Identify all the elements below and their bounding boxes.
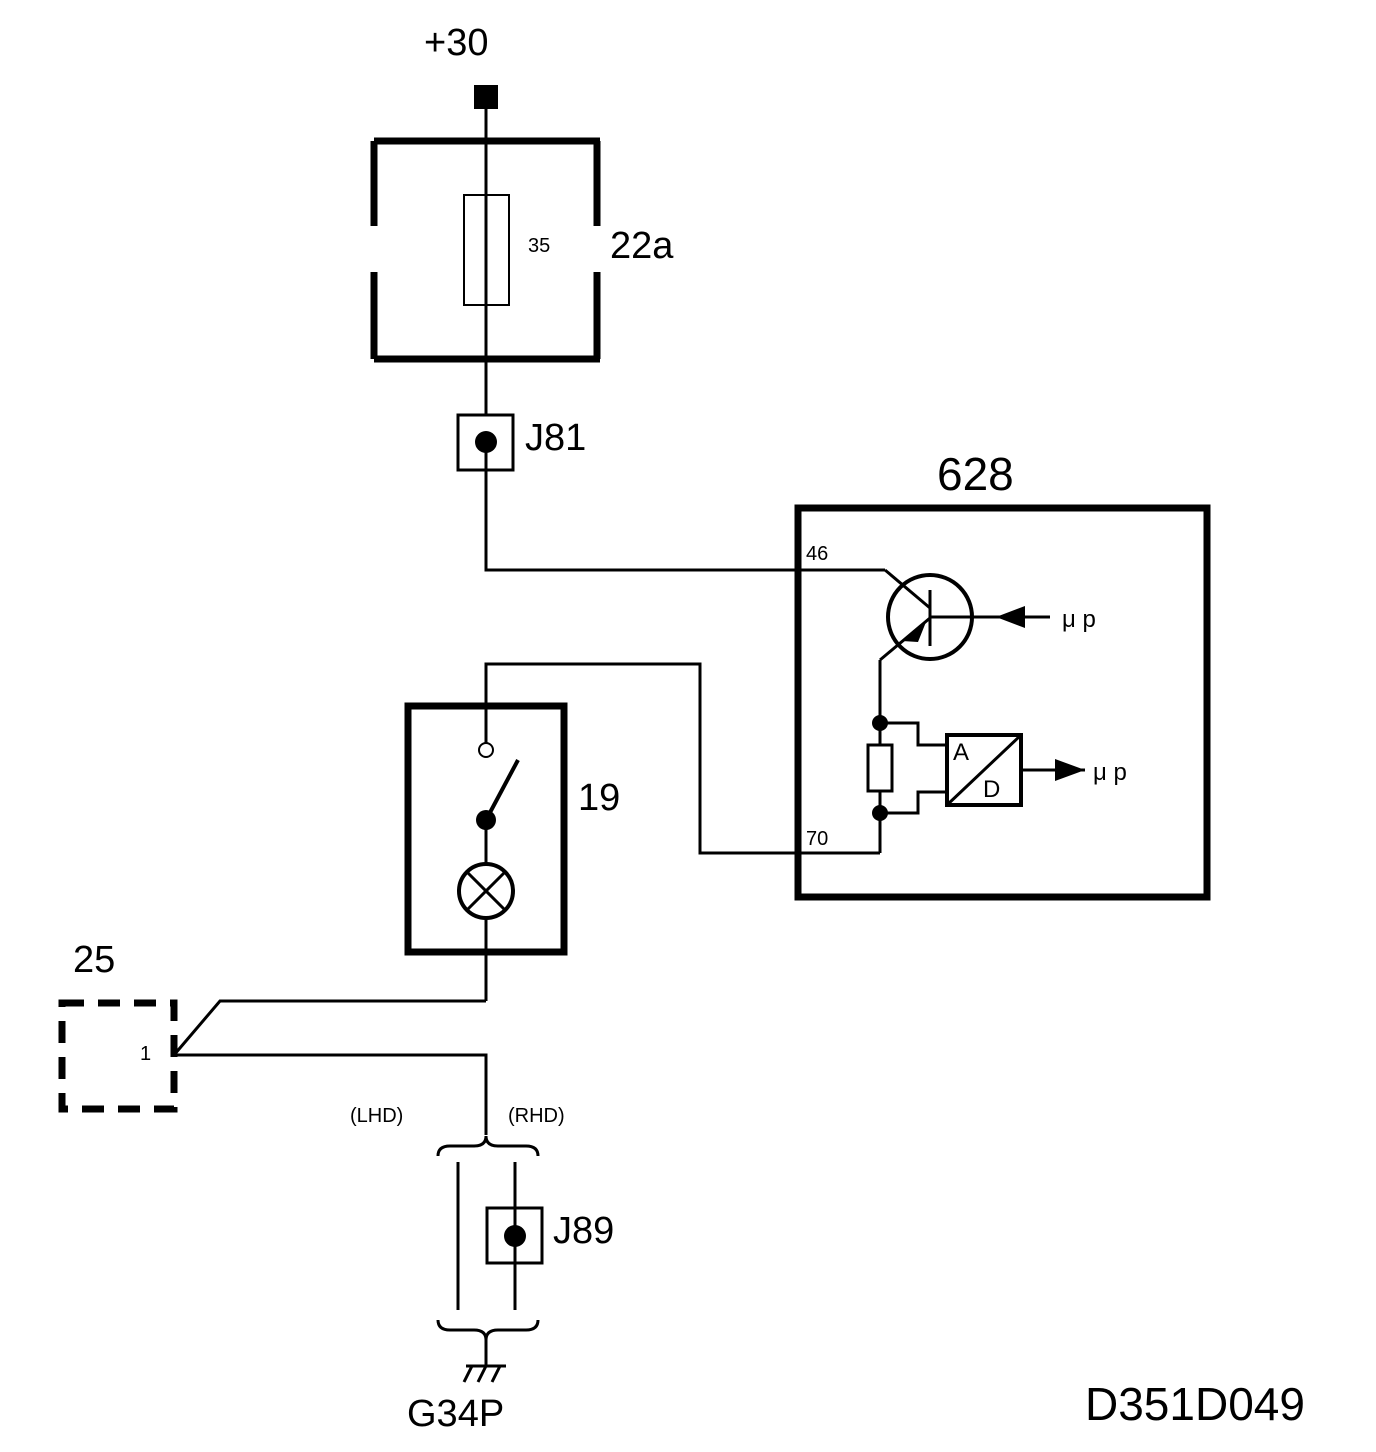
ground-icon bbox=[462, 1364, 506, 1383]
brace-top bbox=[436, 1135, 540, 1157]
brace-bottom bbox=[436, 1319, 540, 1341]
switch-blade bbox=[484, 759, 520, 821]
wire-j81-pin46 bbox=[484, 442, 885, 572]
wire-25-branch bbox=[174, 1053, 488, 1135]
wire-lamp-25 bbox=[172, 999, 486, 1056]
pin-1-label: 1 bbox=[140, 1043, 151, 1065]
supply-terminal bbox=[474, 85, 498, 109]
pin-70-label: 70 bbox=[806, 828, 828, 850]
mu-p-lower-label: μ p bbox=[1093, 759, 1127, 786]
switch-contact bbox=[478, 742, 494, 758]
rhd-label: (RHD) bbox=[508, 1105, 565, 1127]
drawing-id: D351D049 bbox=[1085, 1378, 1305, 1430]
arrow-upper bbox=[996, 606, 1025, 628]
mu-p-upper-label: μ p bbox=[1062, 606, 1096, 633]
fuse-box-22a bbox=[370, 137, 601, 363]
pin-46-label: 46 bbox=[806, 543, 828, 565]
ad-a-label: A bbox=[953, 739, 969, 766]
connector-j81-label: J81 bbox=[525, 417, 586, 459]
shunt-resistor bbox=[866, 743, 894, 793]
lhd-label: (LHD) bbox=[350, 1105, 403, 1127]
connector-j89-pin bbox=[504, 1225, 526, 1247]
supply-label: +30 bbox=[424, 22, 488, 64]
fuse-box-label: 22a bbox=[610, 225, 674, 267]
arrow-lower bbox=[1055, 759, 1085, 781]
module-628-label: 628 bbox=[937, 448, 1014, 500]
ad-d-label: D bbox=[983, 776, 1000, 803]
component-25-label: 25 bbox=[73, 939, 115, 981]
module-628 bbox=[794, 504, 1211, 901]
switch-unit-label: 19 bbox=[578, 777, 620, 819]
wire-pin70-switch bbox=[484, 662, 880, 855]
connector-j89-label: J89 bbox=[553, 1210, 614, 1252]
component-25 bbox=[58, 999, 178, 1113]
ground-label: G34P bbox=[407, 1393, 504, 1435]
fuse-rating-label: 35 bbox=[528, 235, 550, 257]
